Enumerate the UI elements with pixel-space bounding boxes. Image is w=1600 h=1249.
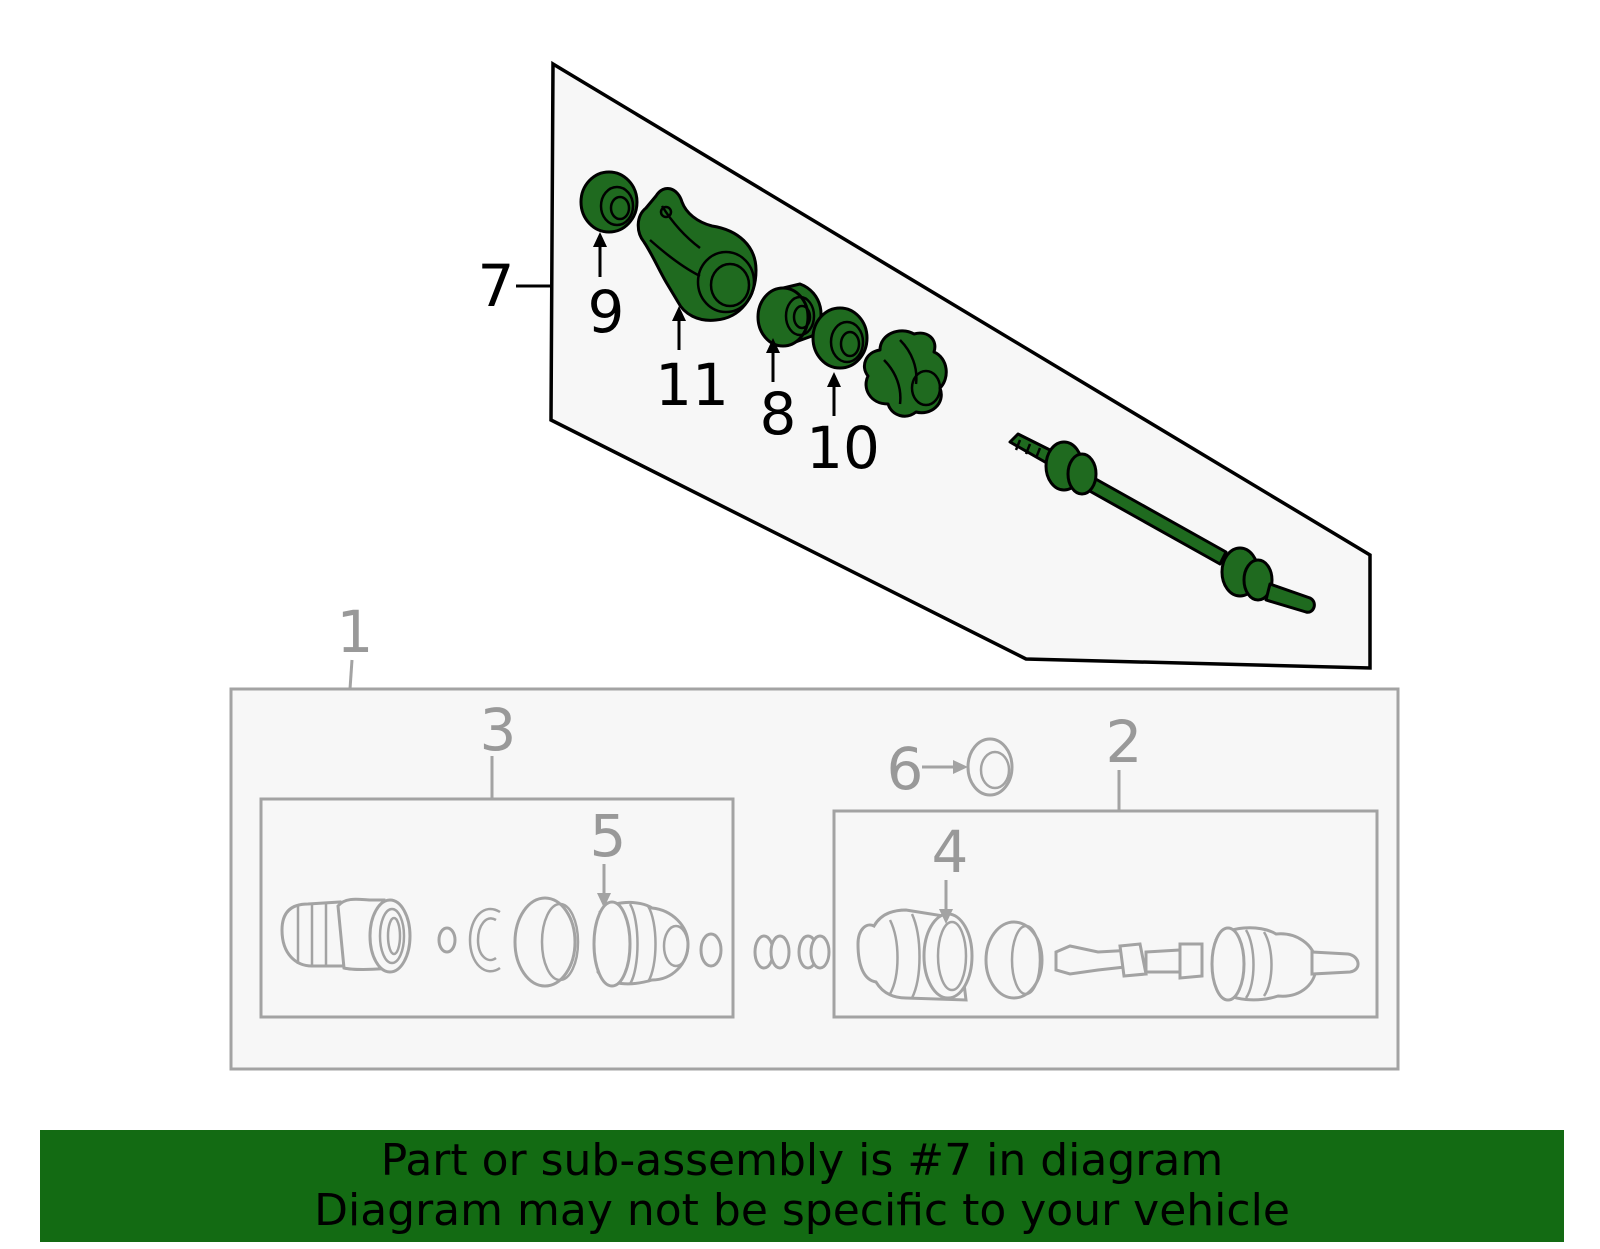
banner-line-2: Diagram may not be specific to your vehi… xyxy=(314,1185,1290,1236)
assembly-7-group: 7 9 11 8 xyxy=(478,60,1372,670)
part-3-components xyxy=(280,896,723,988)
part-11-bracket[interactable] xyxy=(636,187,758,322)
part-6-ring[interactable] xyxy=(966,737,1014,797)
callout-9[interactable]: 9 xyxy=(588,278,625,346)
part-10-seal[interactable] xyxy=(811,306,869,370)
clamp-parts xyxy=(753,934,831,970)
callout-4-arrowhead xyxy=(939,909,953,924)
callout-5[interactable]: 5 xyxy=(590,802,627,870)
info-banner: Part or sub-assembly is #7 in diagram Di… xyxy=(40,1130,1564,1242)
callout-7[interactable]: 7 xyxy=(478,252,515,320)
axle-shaft-part xyxy=(1008,432,1316,614)
callout-10[interactable]: 10 xyxy=(806,414,880,482)
callout-5-arrowhead xyxy=(597,893,611,908)
callout-11[interactable]: 11 xyxy=(655,351,729,419)
callout-1-leader xyxy=(348,659,354,690)
callout-1[interactable]: 1 xyxy=(337,598,374,666)
callout-9-arrowhead xyxy=(593,232,607,247)
assembly-1-group: 1 3 5 xyxy=(229,598,1400,1071)
callout-11-arrowhead xyxy=(672,306,686,321)
part-8-bearing[interactable] xyxy=(756,282,823,348)
callout-6-arrowhead xyxy=(953,760,968,774)
callout-8[interactable]: 8 xyxy=(760,380,797,448)
callout-10-arrowhead xyxy=(827,372,841,387)
callout-4[interactable]: 4 xyxy=(932,818,969,886)
callout-6[interactable]: 6 xyxy=(887,735,924,803)
part-2-components xyxy=(856,908,1360,1002)
callout-8-arrowhead xyxy=(766,338,780,353)
banner-line-1: Part or sub-assembly is #7 in diagram xyxy=(380,1135,1224,1186)
callout-3[interactable]: 3 xyxy=(480,696,517,764)
callout-2[interactable]: 2 xyxy=(1106,708,1143,776)
part-9-seal[interactable] xyxy=(579,170,639,234)
cv-boot-part xyxy=(863,329,948,418)
